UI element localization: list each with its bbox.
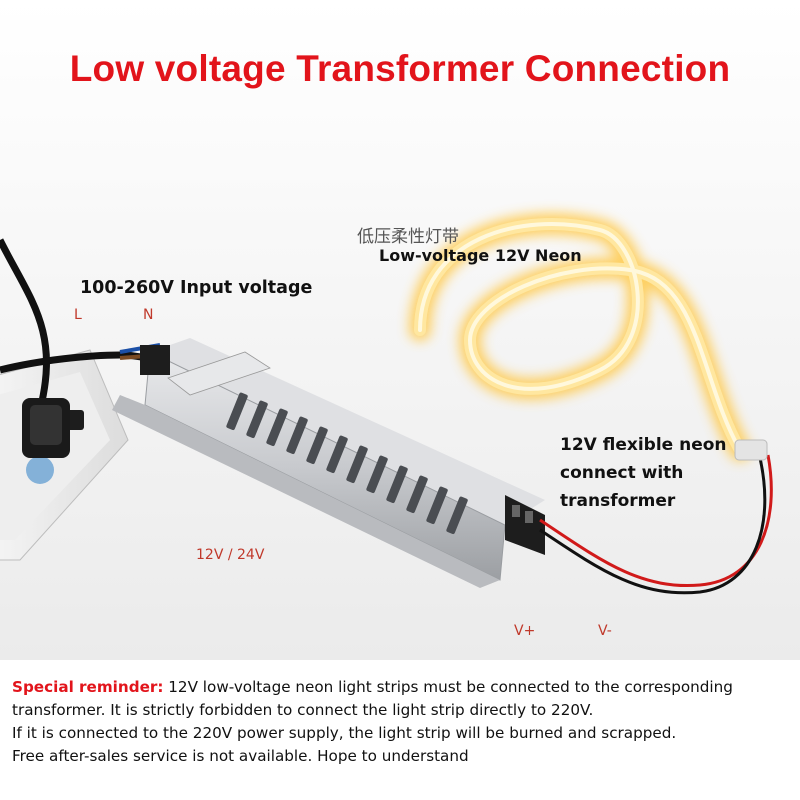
connect-line-3: transformer: [560, 491, 676, 511]
product-photo: [0, 0, 800, 660]
chinese-label: 低压柔性灯带: [357, 227, 459, 247]
connect-line-1: 12V flexible neon: [560, 435, 727, 455]
neon-label: Low-voltage 12V Neon: [379, 246, 582, 265]
reminder-line-2: transformer. It is strictly forbidden to…: [12, 701, 594, 719]
neutral-label: N: [143, 307, 154, 323]
transformer-icon: [112, 338, 545, 588]
reminder-text-1: 12V low-voltage neon light strips must b…: [163, 678, 733, 696]
reminder-line-3: If it is connected to the 220V power sup…: [12, 724, 677, 742]
reminder-line-1: Special reminder: 12V low-voltage neon l…: [12, 676, 792, 699]
v-plus-label: V+: [514, 623, 536, 639]
reminder-line-4: Free after-sales service is not availabl…: [12, 747, 469, 765]
live-label: L: [74, 307, 82, 323]
output-voltage-label: 12V / 24V: [196, 547, 265, 563]
connect-line-2: connect with: [560, 463, 684, 483]
v-minus-label: V-: [598, 623, 612, 639]
page-title: Low voltage Transformer Connection: [69, 48, 731, 89]
terminal-block-icon: [140, 345, 170, 375]
input-voltage-label: 100-260V Input voltage: [80, 278, 313, 298]
reminder-highlight: Special reminder:: [12, 678, 164, 696]
neon-strip-icon: [409, 213, 768, 461]
special-reminder: Special reminder: 12V low-voltage neon l…: [12, 676, 792, 768]
